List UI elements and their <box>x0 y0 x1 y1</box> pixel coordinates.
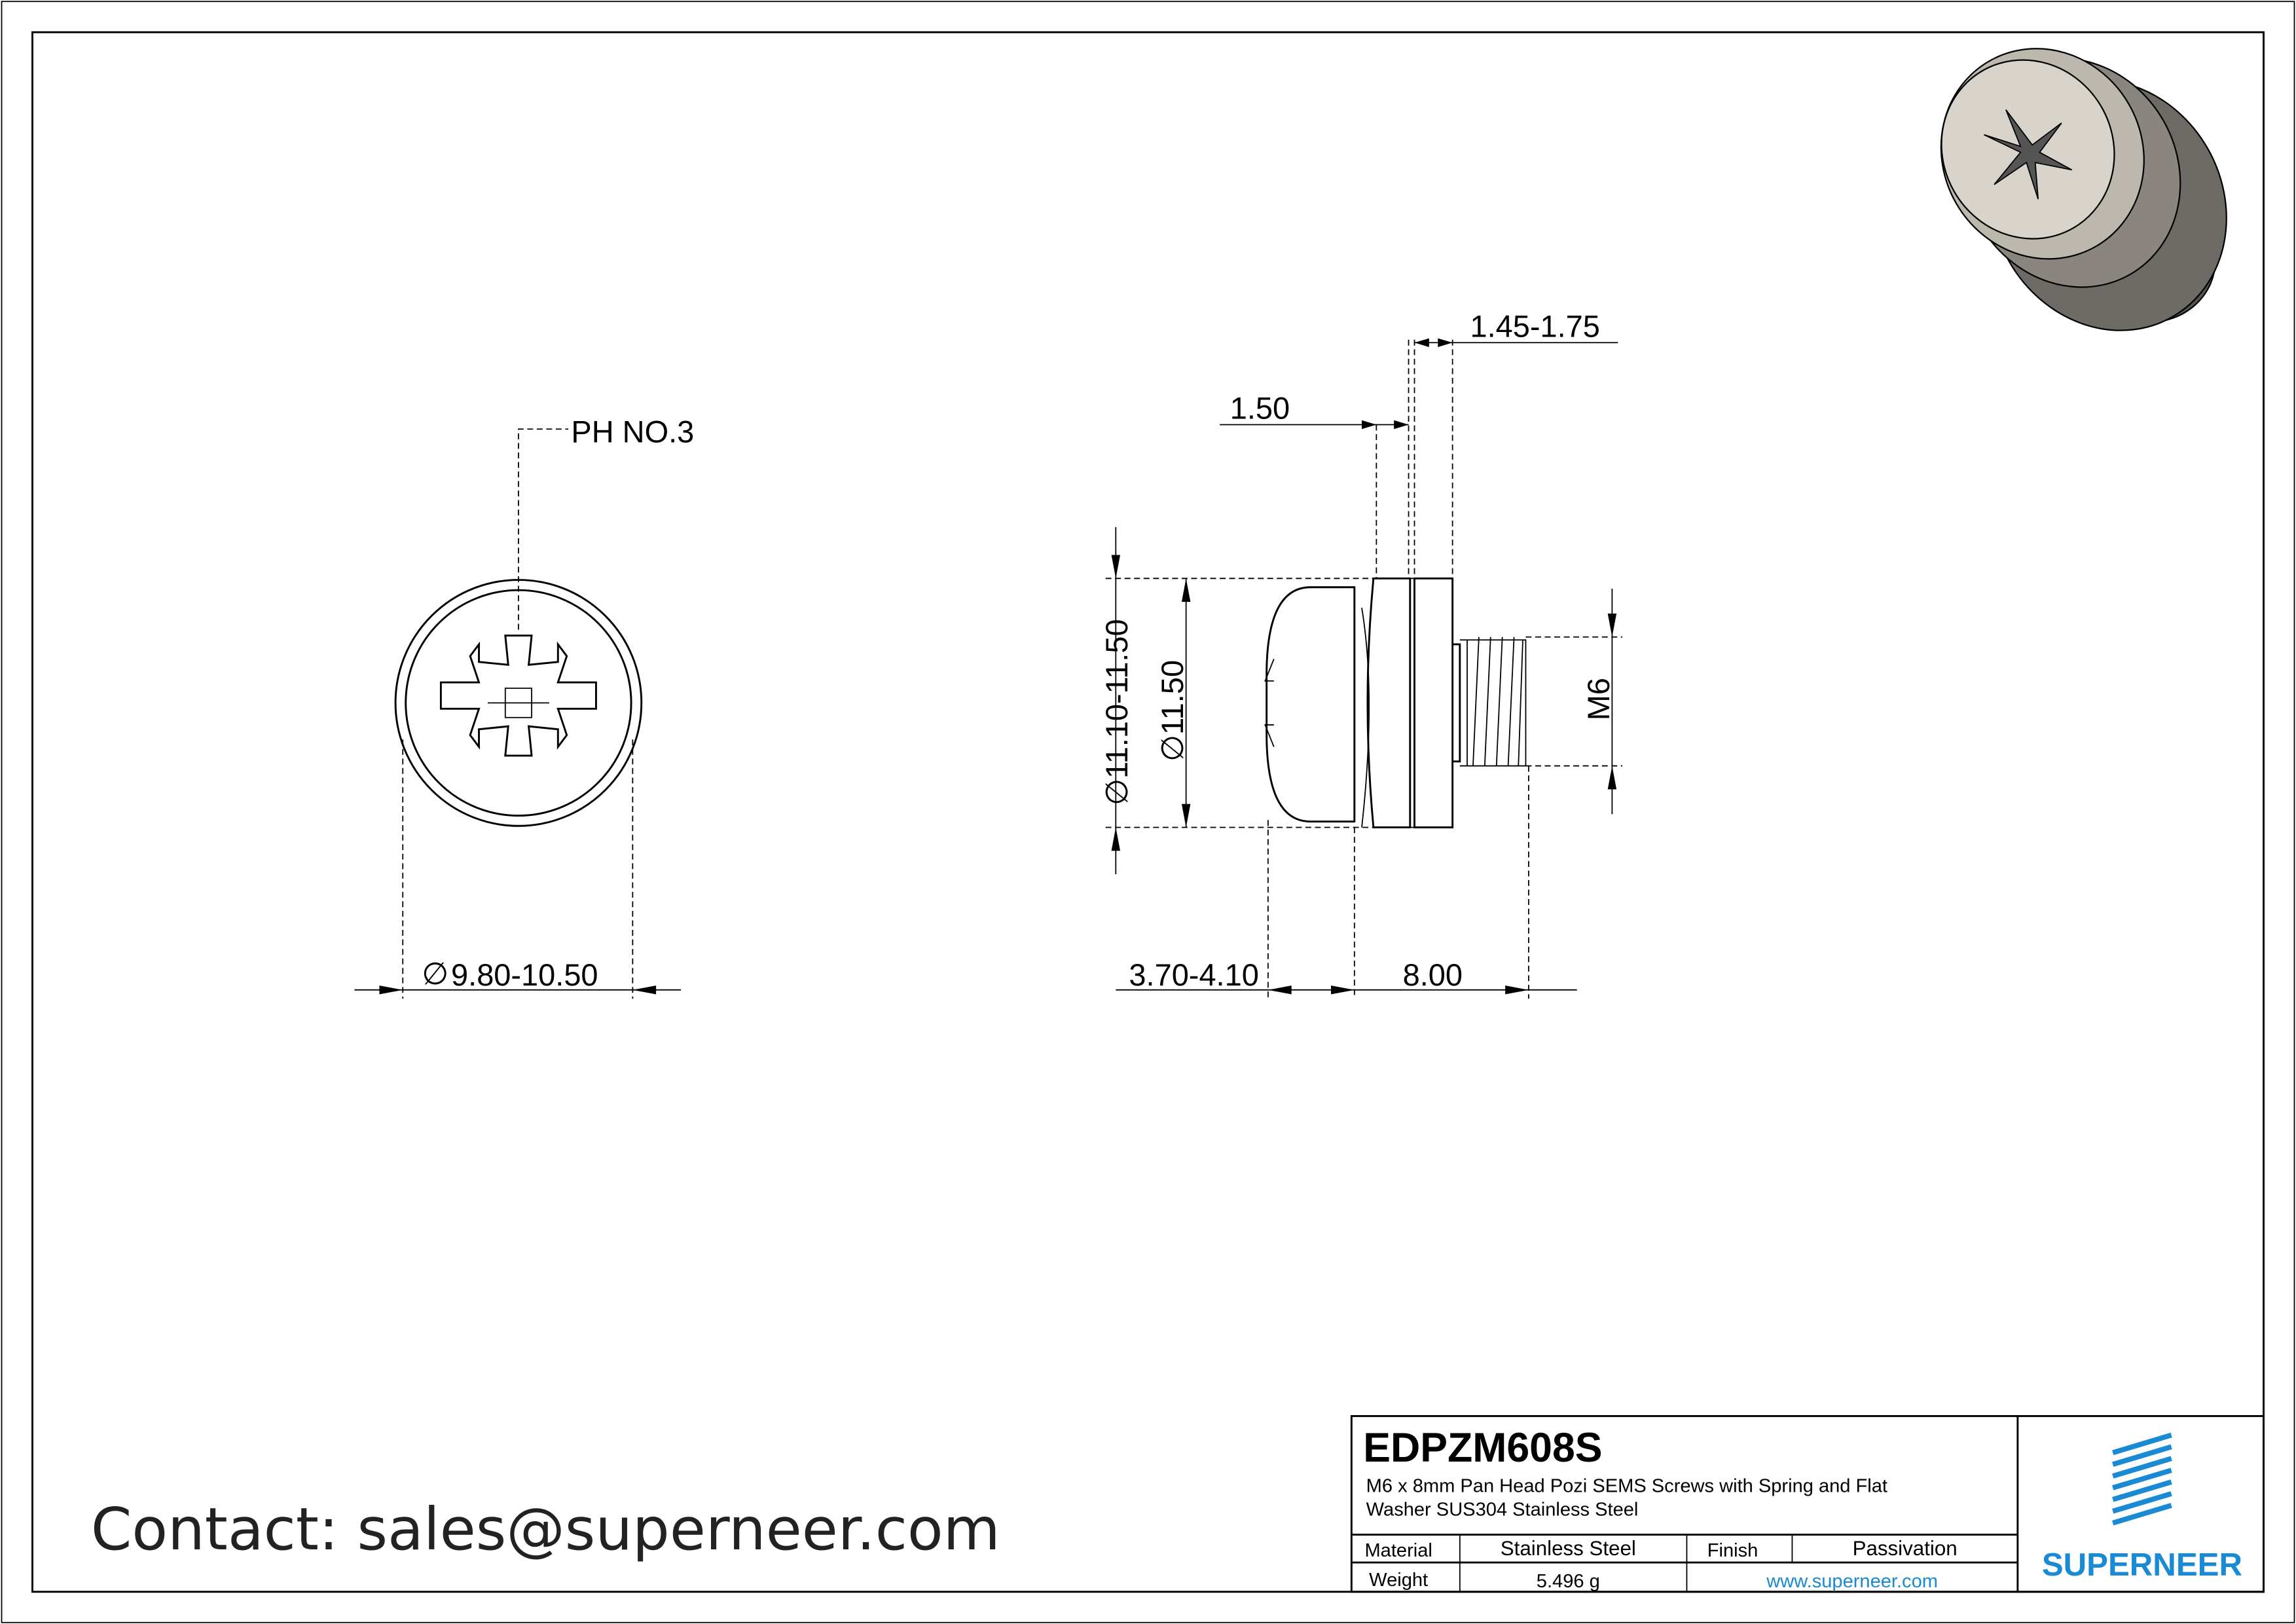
finish-label: Finish <box>1707 1540 1758 1561</box>
weight-label: Weight <box>1369 1570 1428 1591</box>
callout-drive: PH NO.3 <box>571 414 694 449</box>
part-number: EDPZM608S <box>1363 1425 1602 1471</box>
side-view: 1.50 1.45-1.75 ∅11.10-11.50 ∅11.50 M6 3.… <box>1099 308 1623 999</box>
dim-symbol: ∅ <box>1099 779 1134 805</box>
dim-washer-thickness: 1.45-1.75 <box>1470 308 1599 343</box>
front-view: PH NO.3 ∅ 9.80-10.50 <box>354 414 694 999</box>
brand-name: SUPERNEER <box>2042 1547 2242 1583</box>
dim-washer-diameter-value: 11.10-11.50 <box>1099 619 1134 779</box>
superneer-logo-icon <box>2112 1432 2172 1526</box>
description-line2: Washer SUS304 Stainless Steel <box>1366 1500 1639 1521</box>
dim-spring-diameter-value: 11.50 <box>1155 660 1190 735</box>
dim-spring-thickness: 1.50 <box>1230 391 1290 426</box>
dim-head-diameter: 9.80-10.50 <box>451 957 598 992</box>
dim-washer-diameter: ∅11.10-11.50 <box>1099 619 1134 805</box>
dim-symbol: ∅ <box>422 956 448 991</box>
dim-head-height: 3.70-4.10 <box>1129 957 1258 992</box>
title-block: EDPZM608S M6 x 8mm Pan Head Pozi SEMS Sc… <box>1350 1414 2265 1593</box>
inner-border <box>31 31 2265 1593</box>
website-link[interactable]: www.superneer.com <box>1766 1571 1938 1592</box>
screw-3d-render <box>1940 48 2227 331</box>
dim-symbol: ∅ <box>1155 735 1190 762</box>
dim-length: 8.00 <box>1403 957 1463 992</box>
contact-text: Contact: sales@superneer.com <box>91 1496 1000 1564</box>
material-label: Material <box>1364 1540 1432 1561</box>
dim-thread: M6 <box>1581 678 1616 720</box>
description-line1: M6 x 8mm Pan Head Pozi SEMS Screws with … <box>1366 1476 1887 1497</box>
weight-value: 5.496 g <box>1537 1571 1600 1592</box>
material-value: Stainless Steel <box>1501 1537 1636 1560</box>
dim-spring-diameter: ∅11.50 <box>1155 660 1190 762</box>
finish-value: Passivation <box>1853 1537 1958 1560</box>
